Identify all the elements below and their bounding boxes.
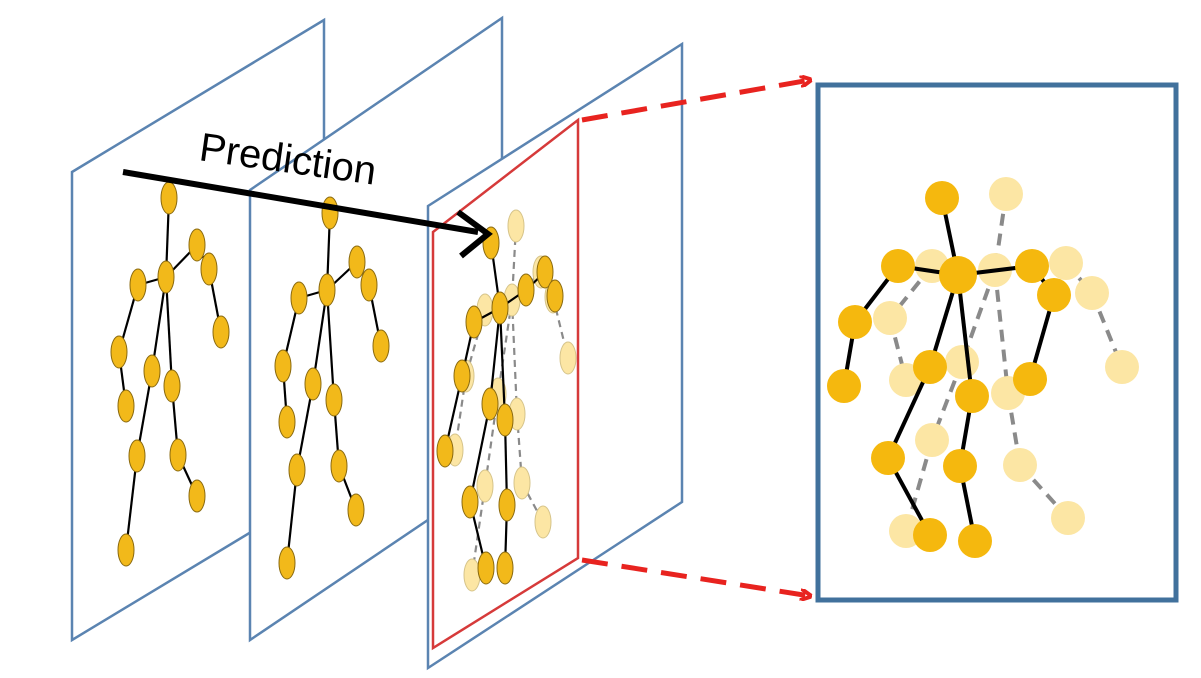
frame-2-joints <box>274 196 390 580</box>
frame-3 <box>426 41 684 671</box>
zoom-arrow-bottom <box>581 557 810 596</box>
prediction-arrow <box>122 169 493 259</box>
frame-1-joints <box>110 181 230 567</box>
frame-3-crop-box <box>431 117 580 651</box>
zoomed-view-box <box>815 82 1179 603</box>
zoomed-view <box>815 82 1179 603</box>
frame-3-joints <box>436 226 564 585</box>
zoomed-joints <box>827 181 1071 558</box>
frame-3-panel <box>426 41 684 671</box>
